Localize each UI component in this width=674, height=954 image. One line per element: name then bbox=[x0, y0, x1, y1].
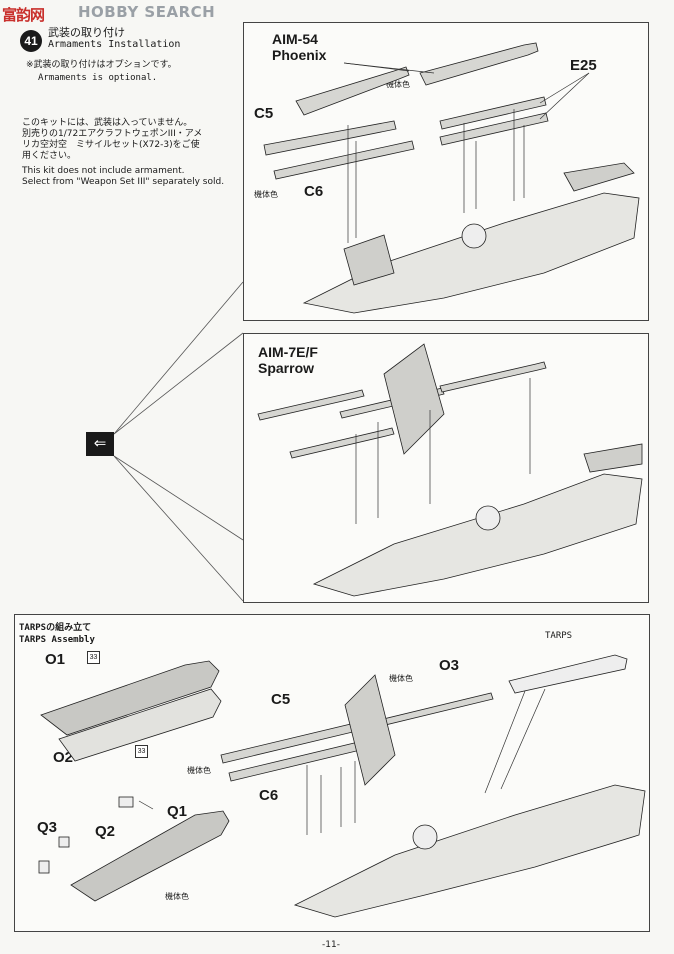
part-o1: O1 bbox=[45, 651, 66, 668]
kit-note-en-2: Select from "Weapon Set III" separately … bbox=[22, 177, 225, 187]
aim54-sub: Phoenix bbox=[272, 47, 327, 63]
panel-aim7: AIM-7E/F Sparrow bbox=[243, 333, 649, 603]
color-label-1: 機体色 bbox=[386, 80, 410, 89]
panel-tarps: TARPSの組み立て TARPS Assembly O1 O2 O3 Q1 Q2… bbox=[14, 614, 650, 932]
part-q1: Q1 bbox=[167, 803, 188, 820]
color-label-pod: 機体色 bbox=[165, 892, 189, 901]
part-c5: C5 bbox=[254, 105, 274, 122]
optional-note-en: Armaments is optional. bbox=[38, 73, 158, 83]
aim54-name: AIM-54 bbox=[272, 31, 318, 47]
tarps-title-en: TARPS Assembly bbox=[19, 635, 95, 645]
step-title-en: Armaments Installation bbox=[48, 39, 181, 50]
step-title-jp: 武装の取り付け bbox=[48, 26, 125, 39]
aim7-illustration bbox=[257, 343, 643, 597]
color-label-c: 機体色 bbox=[187, 766, 211, 775]
color-label-2: 機体色 bbox=[254, 190, 278, 199]
aim7-sub: Sparrow bbox=[258, 360, 315, 376]
part-e25: E25 bbox=[570, 57, 597, 74]
watermark-logo: 富韵网 bbox=[2, 6, 45, 24]
kit-note-jp-1: このキットには、武装は入っていません。 bbox=[22, 118, 193, 128]
part-c6: C6 bbox=[304, 183, 324, 200]
part-o3: O3 bbox=[439, 657, 460, 674]
optional-note-jp: ※武装の取り付けはオプションです。 bbox=[26, 60, 177, 70]
kit-note-jp-4: 用ください。 bbox=[22, 151, 77, 161]
aim54-illustration bbox=[263, 42, 640, 314]
tarps-title-jp: TARPSの組み立て bbox=[19, 623, 92, 633]
part-q2: Q2 bbox=[95, 823, 116, 840]
kit-note-jp-3: リカ空対空 ミサイルセット(X72-3)をご使 bbox=[22, 140, 200, 150]
watermark-text: HOBBY SEARCH bbox=[78, 3, 216, 21]
part-c6-bottom: C6 bbox=[259, 787, 279, 804]
part-badge-33-bottom: 33 bbox=[135, 745, 148, 758]
direction-arrow-icon: ⇐ bbox=[86, 432, 114, 456]
tarps-pod-label: TARPS bbox=[545, 631, 573, 641]
kit-note-en-1: This kit does not include armament. bbox=[22, 166, 185, 176]
panel-aim54: AIM-54 Phoenix C5 C6 E25 機体色 機体色 bbox=[243, 22, 649, 321]
kit-note-jp-2: 別売りの1/72エアクラフトウェポンIII・アメ bbox=[22, 129, 203, 139]
step-number-badge: 41 bbox=[20, 30, 42, 52]
color-label-o3: 機体色 bbox=[389, 674, 413, 683]
part-badge-33-top: 33 bbox=[87, 651, 100, 664]
page-number: -11- bbox=[322, 940, 340, 950]
tarps-illustration bbox=[38, 654, 646, 918]
part-q3: Q3 bbox=[37, 819, 58, 836]
part-c5-bottom: C5 bbox=[271, 691, 291, 708]
part-o2: O2 bbox=[53, 749, 74, 766]
aim7-name: AIM-7E/F bbox=[258, 344, 318, 360]
